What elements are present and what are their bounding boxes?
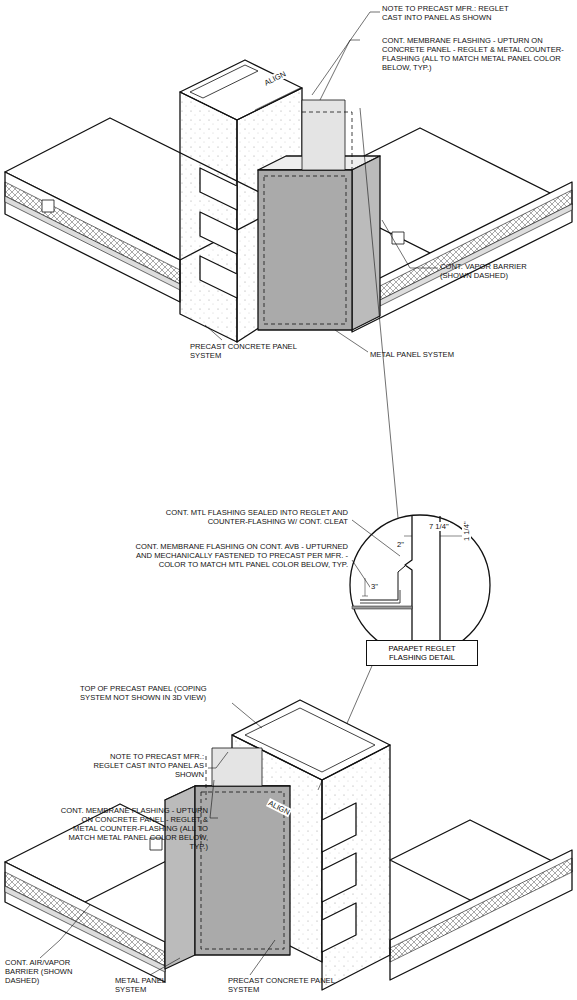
callout-text: CONT. MEMBRANE FLASHING - UPTURN ON CONC… (382, 36, 572, 72)
callout-text: CONT. VAPOR BARRIER (SHOWN DASHED) (440, 262, 550, 280)
callout-text: CONT. MEMBRANE FLASHING ON CONT. AVB - U… (120, 542, 348, 569)
callout-text: NOTE TO PRECAST MFR.: REGLET CAST INTO P… (92, 752, 204, 779)
callout-text: CONT. MTL FLASHING SEALED INTO REGLET AN… (160, 508, 348, 526)
callout-text: PRECAST CONCRETE PANEL SYSTEM (190, 342, 305, 360)
callout-text: CONT. MEMBRANE FLASHING - UPTURN ON CONC… (60, 806, 208, 851)
detail-title-box: PARAPET REGLET FLASHING DETAIL (366, 640, 478, 666)
callout-text: 1 1/4" (462, 520, 471, 542)
callout-text: METAL PANEL SYSTEM (370, 350, 460, 359)
callout-text: 3" (370, 582, 379, 591)
callout-text: 7 1/4" (428, 522, 450, 531)
callout-text: NOTE TO PRECAST MFR.: REGLET CAST INTO P… (382, 4, 522, 22)
callout-text: METAL PANEL SYSTEM (115, 976, 185, 994)
callout-text: PRECAST CONCRETE PANEL SYSTEM (228, 976, 338, 994)
callout-text: TOP OF PRECAST PANEL (COPING SYSTEM NOT … (80, 684, 230, 702)
detail-title: PARAPET REGLET FLASHING DETAIL (371, 644, 473, 662)
callout-text: CONT. AIR/VAPOR BARRIER (SHOWN DASHED) (5, 958, 105, 985)
callout-text: 2" (396, 540, 405, 549)
